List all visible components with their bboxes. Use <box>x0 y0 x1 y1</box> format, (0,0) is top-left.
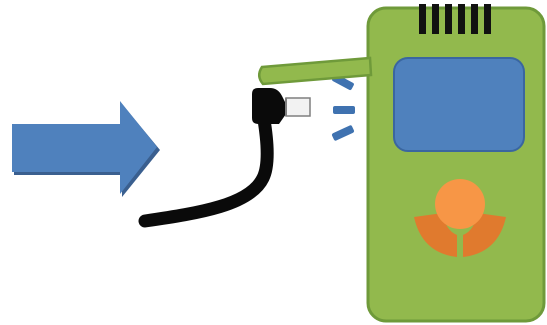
cable-plug-tip <box>286 98 310 116</box>
power-button-core <box>435 179 485 229</box>
connection-signal-icon <box>331 73 355 141</box>
device-port-flap <box>259 58 371 84</box>
vent-slot <box>484 4 491 34</box>
vent-slot <box>471 4 478 34</box>
cable-plug-housing <box>252 88 286 124</box>
vent-slot <box>432 4 439 34</box>
vent-slot <box>458 4 465 34</box>
vent-slot <box>419 4 426 34</box>
usb-cable-icon <box>145 88 310 221</box>
device-body <box>368 8 544 321</box>
right-arrow-icon <box>12 101 160 197</box>
connection-mark-bottom <box>331 125 354 142</box>
cable-cord <box>145 107 267 221</box>
connection-mark-middle <box>333 106 355 114</box>
handheld-device-icon <box>259 4 544 321</box>
device-screen <box>394 58 524 151</box>
vent-slot <box>445 4 452 34</box>
